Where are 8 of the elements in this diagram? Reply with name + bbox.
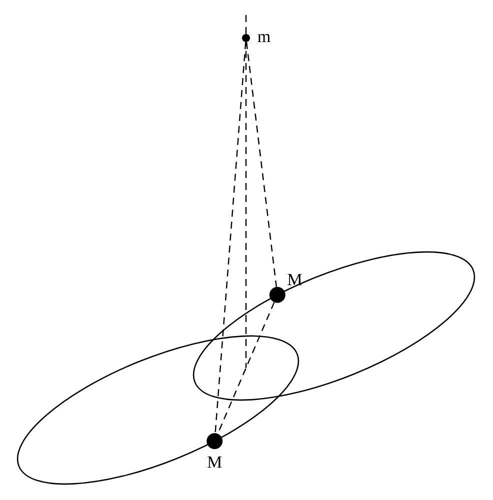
mass-label: m <box>258 34 270 42</box>
mass-dot <box>242 34 250 42</box>
mass-label: M <box>208 456 222 468</box>
mass-dot <box>269 286 286 303</box>
mass-label: M <box>288 274 302 286</box>
dashed-line <box>214 42 246 433</box>
dashed-line <box>246 42 277 287</box>
mass-dot <box>206 433 223 450</box>
